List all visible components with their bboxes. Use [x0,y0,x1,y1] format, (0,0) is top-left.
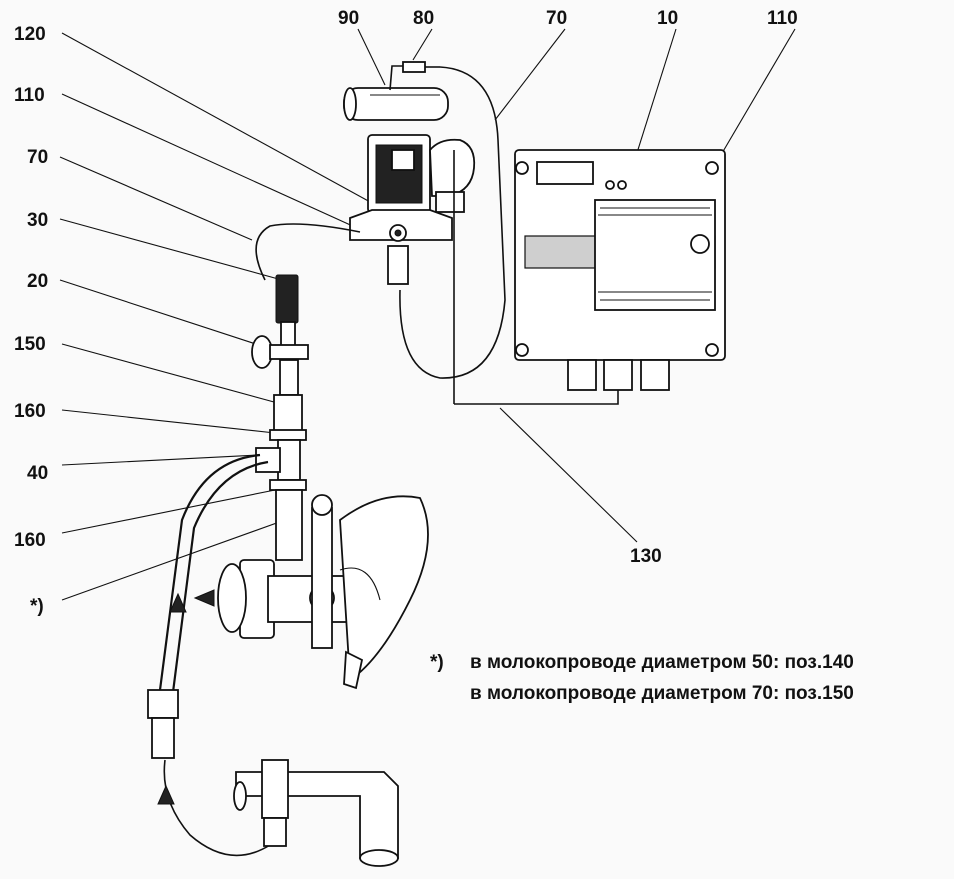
claw-assembly [193,494,429,690]
callout-star: *) [30,596,44,617]
callout-70-top: 70 [546,8,567,29]
callout-150: 150 [14,334,46,355]
valve-actuator [349,134,476,404]
callout-160-bottom: 160 [14,530,46,551]
callout-70-left: 70 [27,147,48,168]
valve-stem [251,274,309,561]
callout-90: 90 [338,8,359,29]
footnote-line-1: в молокопроводе диаметром 50: поз.140 [470,652,854,673]
milk-pipe-top [343,87,449,121]
milk-line-bottom [233,759,399,867]
callout-110-right: 110 [767,8,798,29]
callout-40: 40 [27,463,48,484]
callout-110-left: 110 [14,85,45,106]
callout-30: 30 [27,210,48,231]
callout-80: 80 [413,8,434,29]
callout-120: 120 [14,24,46,45]
callout-10: 10 [657,8,678,29]
callout-130: 130 [630,546,662,567]
sensor-fitting [389,61,440,91]
callout-20: 20 [27,271,48,292]
footnote-line-2: в молокопроводе диаметром 70: поз.150 [470,683,854,704]
milk-tube [147,453,271,857]
cables [255,66,619,405]
control-box [514,149,726,391]
footnote-marker: *) [430,652,444,673]
callout-160-top: 160 [14,401,46,422]
